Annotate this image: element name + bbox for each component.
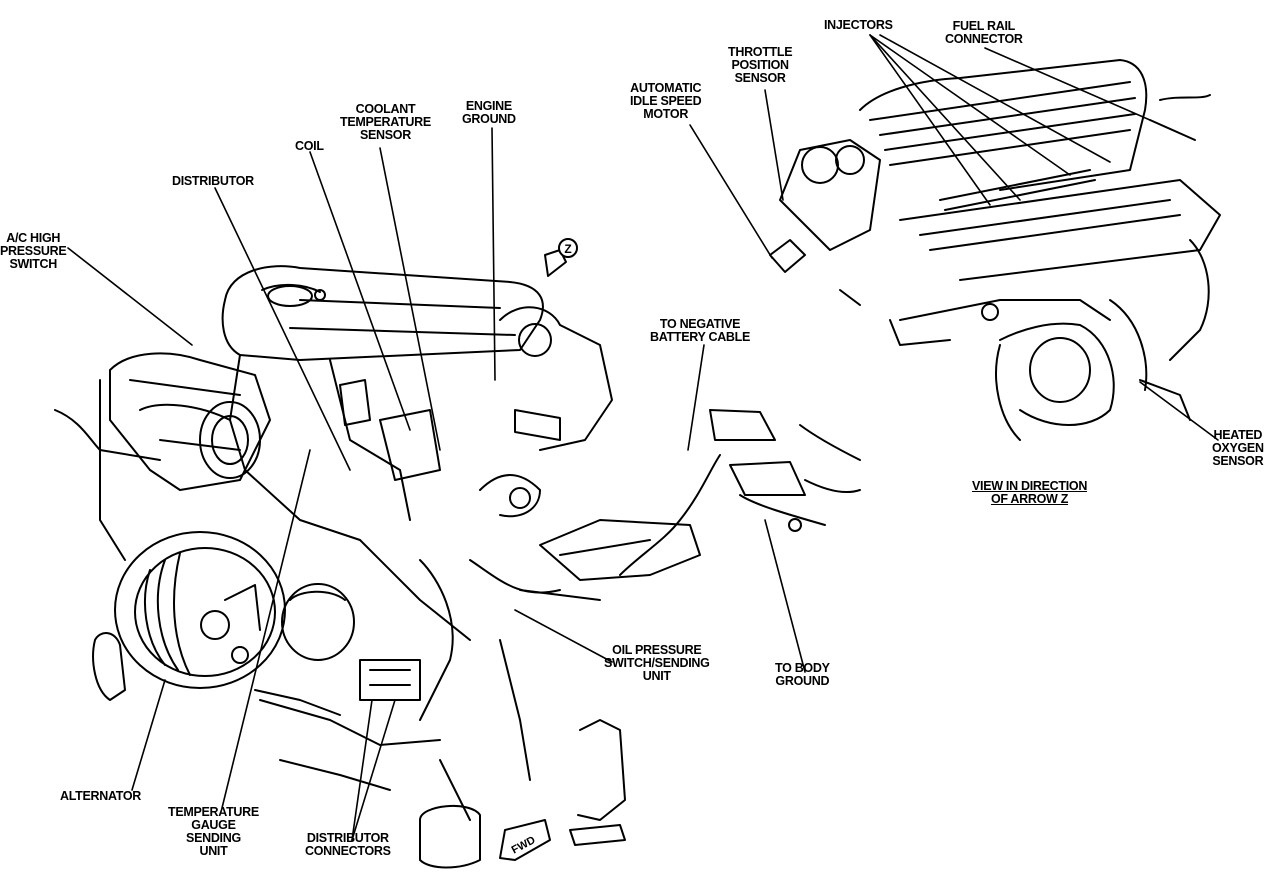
label-coolant-temperature-sensor: COOLANT TEMPERATURE SENSOR — [340, 102, 431, 142]
label-distributor-connectors: DISTRIBUTOR CONNECTORS — [305, 831, 391, 858]
label-throttle-position-sensor: THROTTLE POSITION SENSOR — [728, 45, 793, 85]
leader-lines — [67, 34, 1219, 841]
label-to-body-ground: TO BODY GROUND — [775, 661, 830, 688]
label-to-negative-battery-cable: TO NEGATIVE BATTERY CABLE — [650, 317, 751, 344]
label-alternator: ALTERNATOR — [60, 789, 142, 803]
arrow-z-marker — [558, 238, 578, 258]
label-coil: COIL — [295, 139, 324, 153]
label-engine-ground: ENGINE GROUND — [462, 99, 516, 126]
arrow-z-label: Z — [564, 242, 571, 256]
label-ac-high-pressure-switch: A/C HIGH PRESSURE SWITCH — [0, 231, 67, 271]
label-automatic-idle-speed-motor: AUTOMATIC IDLE SPEED MOTOR — [630, 81, 702, 121]
label-fuel-rail-connector: FUEL RAIL CONNECTOR — [945, 19, 1023, 46]
label-oil-pressure-switch-sending-unit: OIL PRESSURE SWITCH/SENDING UNIT — [604, 643, 710, 683]
label-heated-oxygen-sensor: HEATED OXYGEN SENSOR — [1212, 428, 1264, 468]
inset-engine-drawing — [769, 59, 1221, 441]
fwd-marker-label: FWD — [510, 834, 538, 856]
label-injectors: INJECTORS — [824, 18, 893, 32]
label-temperature-gauge-sending-unit: TEMPERATURE GAUGE SENDING UNIT — [168, 805, 259, 858]
main-engine-drawing — [54, 249, 861, 869]
label-view-in-direction-of-arrow-z: VIEW IN DIRECTION OF ARROW Z — [972, 479, 1088, 506]
label-distributor: DISTRIBUTOR — [172, 174, 254, 188]
